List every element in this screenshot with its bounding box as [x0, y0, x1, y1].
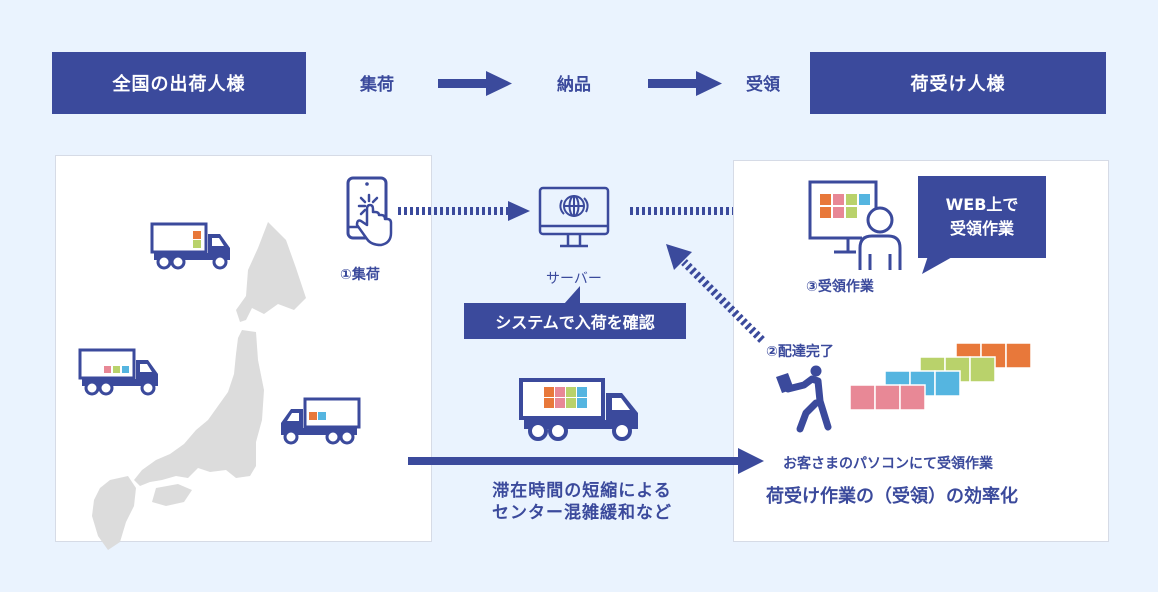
step-deliver: 納品 — [557, 75, 591, 95]
truck-icon — [281, 397, 361, 445]
arrow-right-icon — [438, 71, 512, 96]
benefit-text: 滞在時間の短縮による センター混雑緩和など — [472, 480, 692, 524]
benefit-line1: 滞在時間の短縮による — [492, 481, 672, 501]
benefit-line2: センター混雑緩和など — [492, 503, 672, 523]
shipper-box: 全国の出荷人様 — [52, 52, 306, 114]
receiver-box: 荷受け人様 — [810, 52, 1106, 114]
delivery-done-label: ②配達完了 — [766, 344, 834, 360]
pc-operator-icon — [808, 180, 902, 270]
callout-pointer — [922, 256, 954, 274]
stacked-packages-icon — [849, 342, 1032, 411]
dotted-arrow-diagonal-icon — [666, 244, 765, 343]
system-callout: システムで入荷を確認 — [464, 303, 686, 339]
receive-work-label: ③受領作業 — [806, 279, 874, 295]
step-collect: 集荷 — [360, 75, 394, 95]
server-monitor-icon — [538, 186, 610, 248]
long-arrow-right-icon — [408, 448, 764, 474]
callout-pointer — [564, 286, 580, 304]
pc-receive-text: お客さまのパソコンにて受領作業 — [783, 456, 993, 472]
japan-map-icon — [92, 222, 306, 550]
delivery-person-icon — [776, 365, 832, 433]
web-callout-line1: WEB上で — [945, 195, 1019, 214]
step-receive: 受領 — [746, 75, 780, 95]
efficiency-text: 荷受け作業の（受領）の効率化 — [766, 486, 1018, 507]
server-label: サーバー — [546, 271, 602, 287]
web-callout-line2: 受領作業 — [949, 219, 1014, 238]
collect-label: ①集荷 — [340, 267, 380, 283]
truck-icon — [519, 378, 638, 441]
truck-icon — [78, 348, 158, 396]
globe-icon — [559, 195, 589, 217]
web-callout: WEB上で 受領作業 — [918, 176, 1046, 258]
smartphone-tap-icon — [346, 176, 393, 247]
shipper-label: 全国の出荷人様 — [112, 74, 246, 95]
truck-icon — [150, 222, 230, 270]
arrow-right-icon — [648, 71, 722, 96]
receiver-label: 荷受け人様 — [910, 74, 1006, 95]
dotted-arrow-right-icon — [398, 201, 530, 221]
